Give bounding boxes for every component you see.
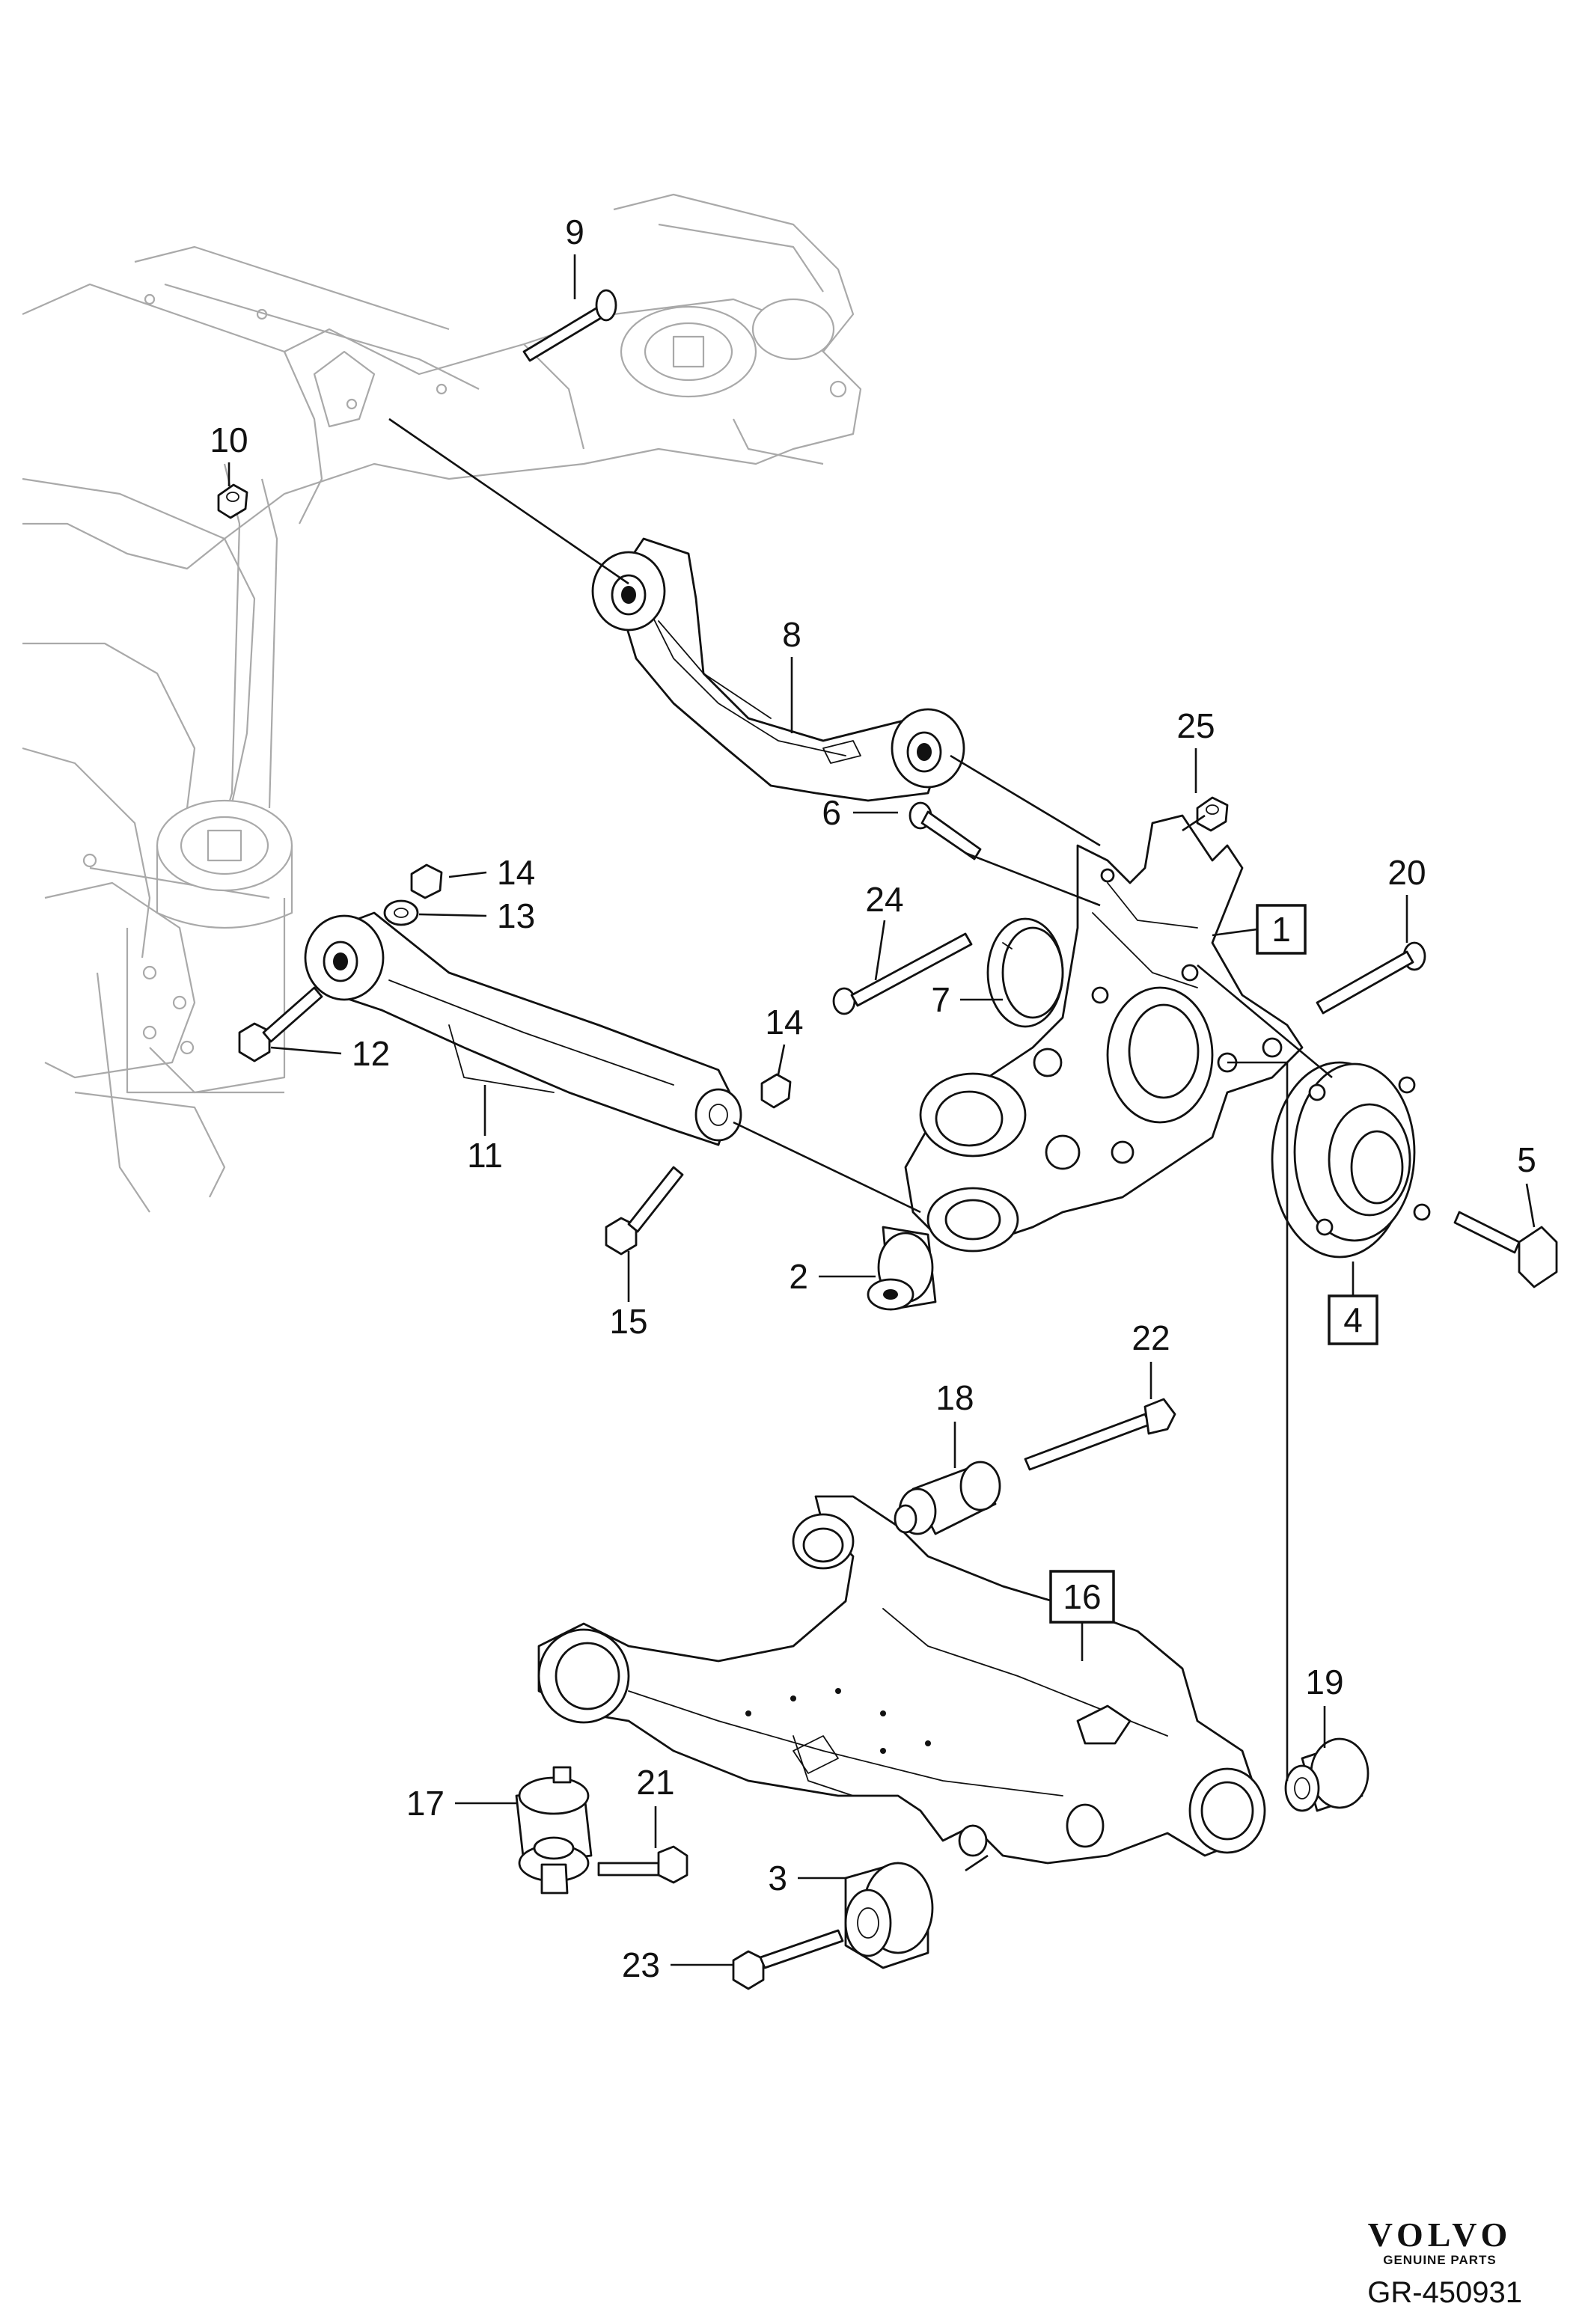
bushing-17 (515, 1766, 593, 1895)
bolt-9 (522, 289, 617, 362)
callout-1: 1 (1271, 910, 1291, 949)
nut-14-upper (410, 863, 443, 899)
washer-13 (383, 899, 419, 926)
lower-control-arm-16 (537, 1495, 1266, 1865)
callout-2: 2 (789, 1257, 808, 1296)
assembly-lines (227, 254, 1536, 1966)
boxed-callout-4: 4 (1328, 1294, 1378, 1345)
bolt-23 (732, 1929, 844, 1990)
nut-10 (217, 483, 248, 519)
callout-labels: 9 10 8 25 6 24 7 20 14 13 14 12 11 5 2 1… (210, 212, 1536, 1984)
callout-21: 21 (636, 1763, 674, 1802)
nut-25 (1196, 796, 1229, 832)
callout-25: 25 (1176, 706, 1215, 745)
callout-16: 16 (1063, 1577, 1101, 1616)
bolt-5 (1453, 1211, 1558, 1288)
callout-4: 4 (1343, 1300, 1363, 1339)
callout-6: 6 (822, 793, 841, 832)
wheel-hub-4 (1271, 1061, 1431, 1259)
callout-24: 24 (865, 880, 903, 919)
bolt-6 (909, 801, 982, 860)
callout-19: 19 (1305, 1663, 1343, 1701)
bushing-2 (867, 1226, 937, 1311)
callout-17: 17 (406, 1784, 445, 1823)
callout-7: 7 (931, 980, 950, 1019)
brand-tagline: GENUINE PARTS (1383, 2253, 1497, 2267)
shield-7 (986, 917, 1064, 1028)
bushing-18 (894, 1461, 1001, 1535)
bolt-12 (238, 986, 323, 1062)
bolt-20 (1316, 941, 1426, 1015)
callout-3: 3 (768, 1859, 787, 1898)
callout-22: 22 (1132, 1318, 1170, 1357)
rear-subframe-outline (22, 193, 862, 1213)
volvo-genuine-parts-logo: VOLVO GENUINE PARTS (1358, 2218, 1522, 2269)
callout-14-lower: 14 (765, 1003, 803, 1042)
callout-13: 13 (497, 896, 535, 935)
wheel-knuckle-1 (904, 814, 1304, 1253)
boxed-callout-1: 1 (1256, 904, 1307, 955)
callout-15: 15 (609, 1302, 647, 1341)
callout-9: 9 (565, 212, 584, 251)
callout-18: 18 (935, 1378, 974, 1417)
bushing-3 (844, 1862, 934, 1969)
callout-14-upper: 14 (497, 853, 535, 892)
bolt-24 (832, 932, 973, 1015)
upper-control-arm-8 (591, 537, 965, 802)
figure-reference: GR-450931 (1367, 2276, 1522, 2309)
callout-8: 8 (782, 615, 801, 654)
callout-5: 5 (1517, 1140, 1536, 1179)
boxed-callout-16: 16 (1049, 1570, 1115, 1624)
callout-10: 10 (210, 421, 248, 459)
nut-14-lower (760, 1073, 792, 1109)
bolt-22 (1024, 1398, 1176, 1471)
callout-20: 20 (1387, 853, 1426, 892)
lower-link-arm-11 (304, 911, 742, 1146)
bushing-19 (1284, 1737, 1369, 1812)
callout-12: 12 (352, 1034, 390, 1073)
brand-name: VOLVO (1367, 2216, 1512, 2254)
callout-11: 11 (467, 1136, 503, 1175)
bolt-15 (605, 1166, 684, 1256)
bolt-21 (597, 1845, 688, 1884)
callout-23: 23 (622, 1945, 660, 1984)
